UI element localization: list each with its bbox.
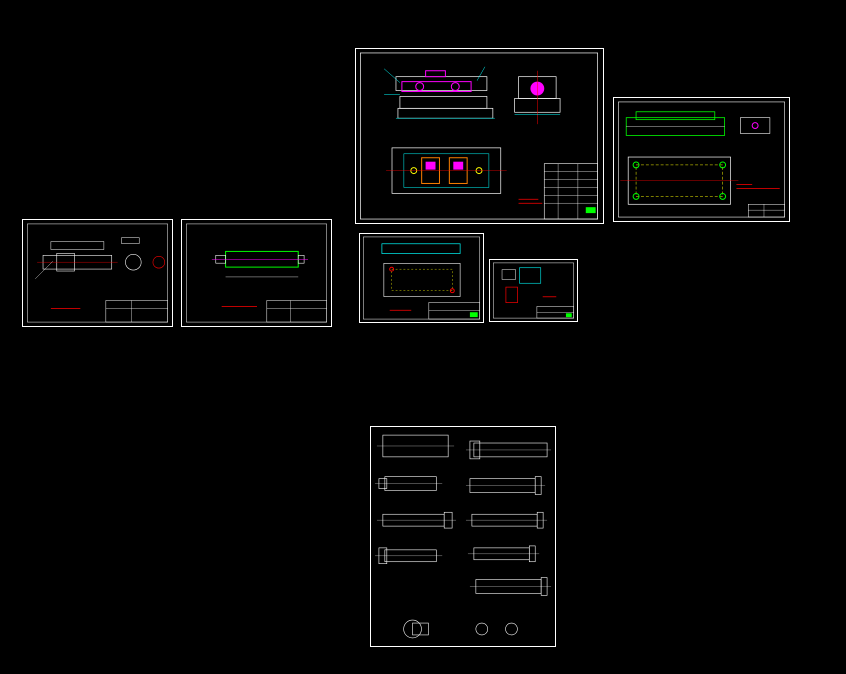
process-steps-drawing: [374, 434, 552, 639]
long-shaft-title-block: [266, 300, 327, 323]
small-plate-title-block: [428, 302, 480, 320]
shaft-drawing: [27, 223, 168, 323]
shaft-title-block: [105, 300, 168, 323]
assembly-top-view: [386, 147, 507, 194]
plate-sheet-small[interactable]: [359, 233, 484, 323]
small-plate-drawing: [363, 236, 480, 320]
assembly-title-block: [543, 163, 598, 220]
detail-sheet-small[interactable]: [489, 259, 578, 322]
plate-section-view: [625, 111, 771, 136]
assembly-front-view: [383, 66, 495, 119]
assembly-side-view: [514, 70, 561, 125]
detail-drawing: [493, 262, 574, 319]
assembly-drawing: [360, 52, 598, 220]
plate-top-view: [620, 156, 739, 205]
process-sheet[interactable]: [370, 426, 556, 647]
plate-sheet-right[interactable]: [613, 97, 790, 222]
plate-drawing: [618, 101, 785, 218]
detail-title-block: [536, 306, 574, 319]
shaft-sheet-left[interactable]: [22, 219, 173, 327]
plate-title-block: [747, 204, 785, 218]
assembly-sheet[interactable]: [355, 48, 604, 224]
long-shaft-drawing: [186, 223, 327, 323]
shaft-sheet-green[interactable]: [181, 219, 332, 327]
